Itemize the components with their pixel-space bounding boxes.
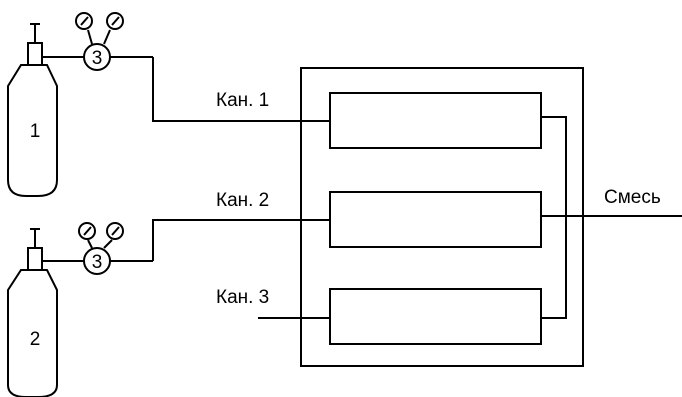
channel-block-2 — [329, 191, 542, 248]
gauge-icon — [103, 12, 124, 45]
regulator-2-label: 3 — [92, 252, 103, 273]
gas-line-1 — [152, 57, 330, 122]
cylinder-2: 2 — [7, 228, 58, 397]
gauge-icon — [103, 222, 124, 249]
channel-block-1 — [329, 92, 542, 149]
output-label: Смесь — [604, 187, 661, 208]
channel-3-label: Кан. 3 — [216, 287, 269, 308]
cylinder-1: 1 — [7, 23, 58, 197]
cylinder-2-label: 2 — [30, 329, 41, 350]
cylinder-1-label: 1 — [30, 121, 41, 142]
pressure-regulator-1: 3 — [42, 12, 153, 71]
pressure-regulator-2: 3 — [42, 222, 153, 275]
gauge-icon — [78, 222, 96, 249]
gauge-icon — [75, 12, 93, 45]
regulator-1-label: 3 — [92, 48, 103, 69]
collector-line — [541, 116, 567, 319]
channel-2-label: Кан. 2 — [216, 190, 269, 211]
channel-1-label: Кан. 1 — [216, 90, 269, 111]
channel-block-3 — [329, 288, 542, 345]
gas-line-2 — [152, 219, 330, 261]
